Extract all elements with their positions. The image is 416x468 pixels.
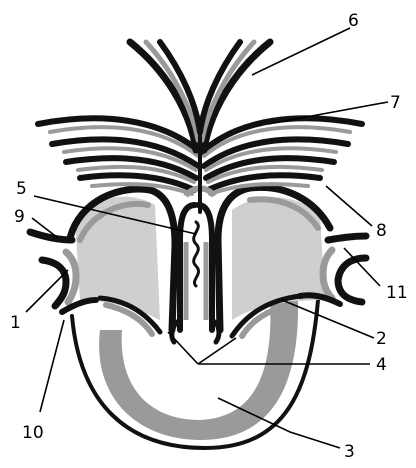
- leader-8: [326, 186, 372, 226]
- trunk-left-outer: [130, 42, 196, 150]
- central-valve-right: [216, 322, 219, 342]
- leader-11: [344, 248, 380, 286]
- gill-arch-left: [38, 118, 200, 194]
- label-8: 8: [376, 221, 387, 241]
- septum-squiggle: [194, 222, 199, 286]
- label-1: 1: [10, 313, 21, 333]
- gill-arch-right: [202, 118, 362, 194]
- label-5: 5: [16, 179, 27, 199]
- label-7: 7: [390, 93, 401, 113]
- right-vein-tissue: [323, 250, 332, 298]
- label-3: 3: [344, 442, 355, 462]
- left-atrium: [30, 189, 175, 334]
- leader-4b: [168, 332, 198, 364]
- leader-10: [40, 320, 64, 412]
- leader-6: [252, 28, 350, 75]
- right-vein-lower: [338, 258, 366, 302]
- right-vein-upper: [328, 236, 366, 240]
- label-2: 2: [376, 329, 387, 349]
- label-6: 6: [348, 11, 359, 31]
- label-4: 4: [376, 355, 387, 375]
- label-9: 9: [14, 207, 25, 227]
- trunk-right-outer: [204, 42, 270, 150]
- label-11: 11: [386, 283, 408, 303]
- label-10: 10: [22, 423, 44, 443]
- ventricle-lining: [99, 300, 298, 440]
- ventricle: [72, 300, 318, 448]
- central-septum: [172, 205, 219, 342]
